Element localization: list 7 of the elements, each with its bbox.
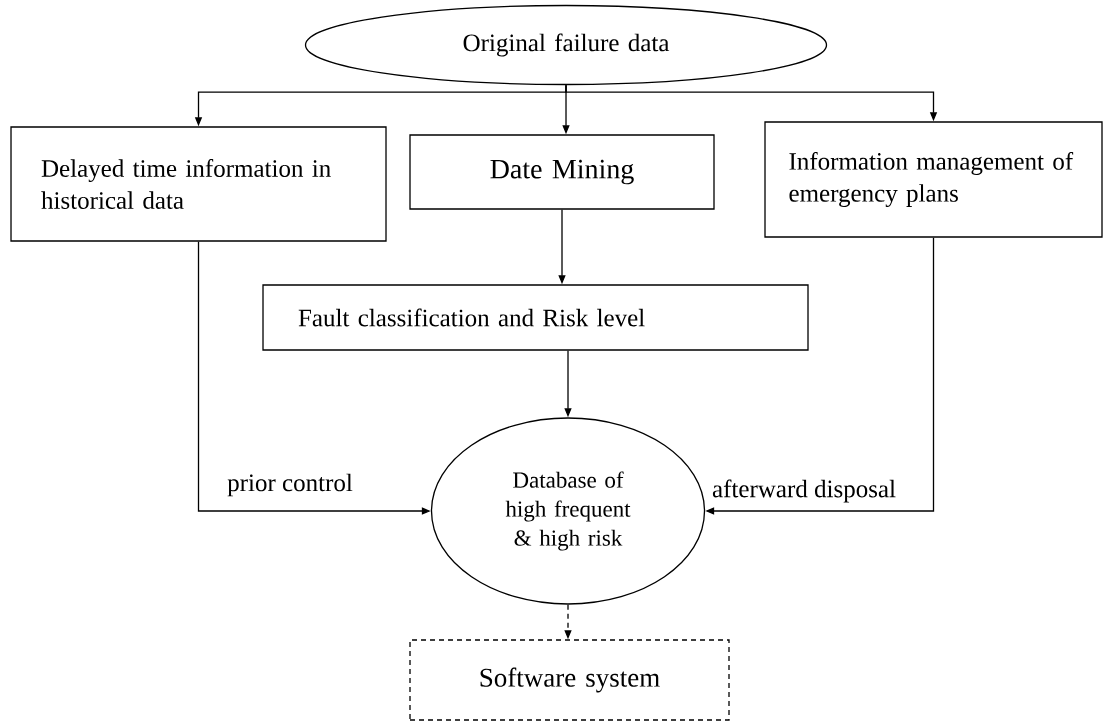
edge-label: afterward disposal bbox=[711, 478, 897, 504]
process-box: Delayed time information in historical data bbox=[10, 126, 387, 242]
edge-label: prior control bbox=[226, 472, 354, 498]
output-box: Software system bbox=[409, 639, 730, 721]
process-box: Date Mining bbox=[409, 134, 715, 210]
process-box: Information management of emergency plans bbox=[764, 121, 1103, 238]
process-box: Fault classification and Risk level bbox=[262, 284, 809, 351]
